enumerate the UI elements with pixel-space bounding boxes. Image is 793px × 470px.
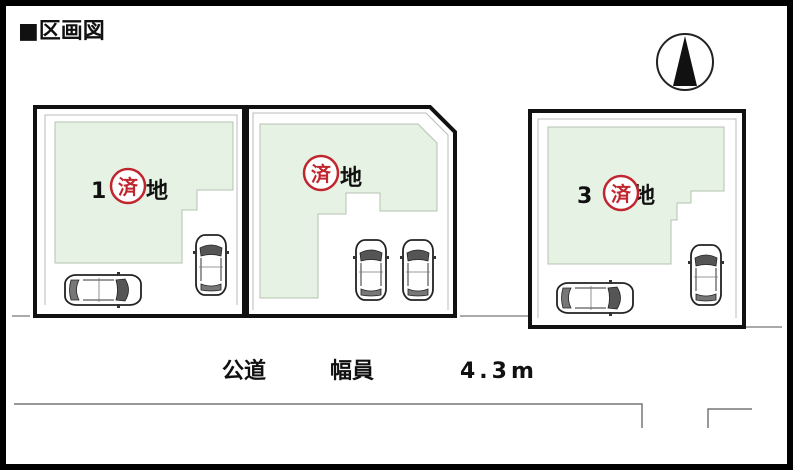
lot-2-suffix: 地 (340, 166, 362, 191)
sold-stamp-text: 済 (311, 162, 332, 186)
road-width-label: 幅員 (330, 359, 374, 384)
north-arrow-icon (656, 33, 714, 91)
car-icon (687, 244, 725, 306)
lot-3-setback-line (537, 118, 737, 318)
car-icon (399, 239, 437, 301)
lot-1-number: 1 (91, 179, 106, 204)
car-icon (64, 271, 142, 309)
car-icon (192, 234, 230, 296)
lot-2-setback-line (252, 112, 449, 310)
car-icon (556, 279, 634, 317)
road-far-edge (14, 403, 643, 428)
sold-stamp-icon: 済 (602, 174, 640, 212)
road-far-edge (707, 408, 752, 428)
road-width-value: 4.3m (460, 359, 538, 384)
sold-stamp-icon: 済 (302, 154, 340, 192)
sold-stamp-icon: 済 (109, 167, 147, 205)
sold-stamp-text: 済 (611, 182, 632, 206)
car-icon (352, 239, 390, 301)
sold-stamp-text: 済 (118, 175, 139, 199)
lot-1-suffix: 地 (146, 179, 168, 204)
road-type-label: 公道 (222, 358, 266, 384)
lot-3-number: 3 (577, 184, 592, 209)
lot-1-setback-line (44, 114, 238, 305)
plan-title: ■区画図 (18, 19, 105, 44)
